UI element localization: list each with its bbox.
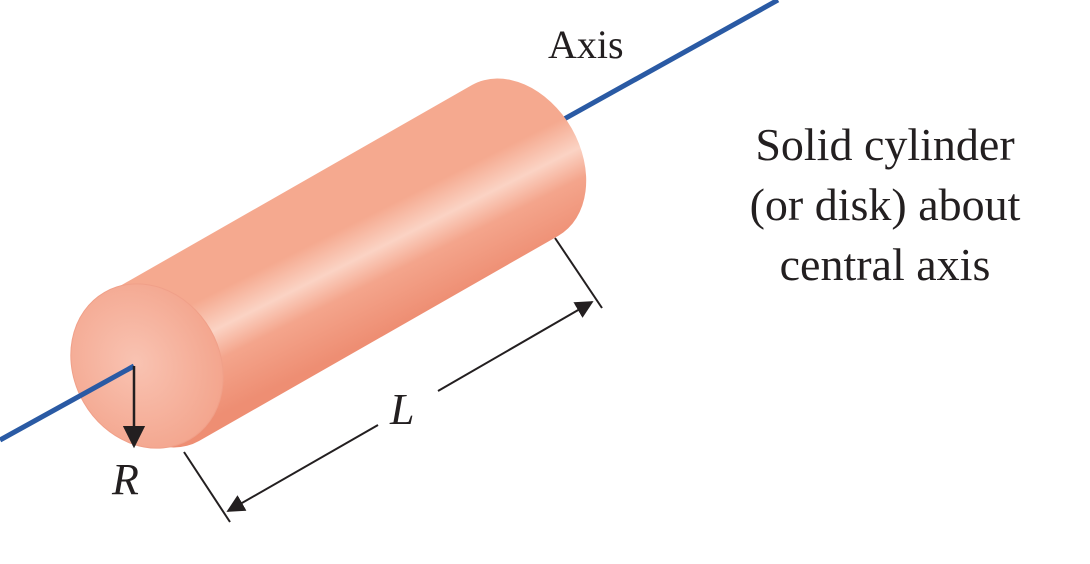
length-arrow-near: [226, 424, 379, 512]
caption-line-1: Solid cylinder: [755, 119, 1014, 170]
axis-label: Axis: [548, 22, 624, 67]
axis-line-back: [546, 0, 780, 131]
caption-line-3: central axis: [780, 239, 991, 290]
length-arrow-far: [437, 301, 594, 392]
axis-line-front: [0, 363, 136, 443]
cylinder-end-cap: [70, 283, 224, 449]
length-label: L: [389, 385, 414, 434]
length-extension-line-far: [554, 237, 603, 309]
length-extension-line-near: [183, 451, 231, 523]
radius-label: R: [111, 455, 139, 504]
caption-line-2: (or disk) about: [750, 179, 1021, 230]
